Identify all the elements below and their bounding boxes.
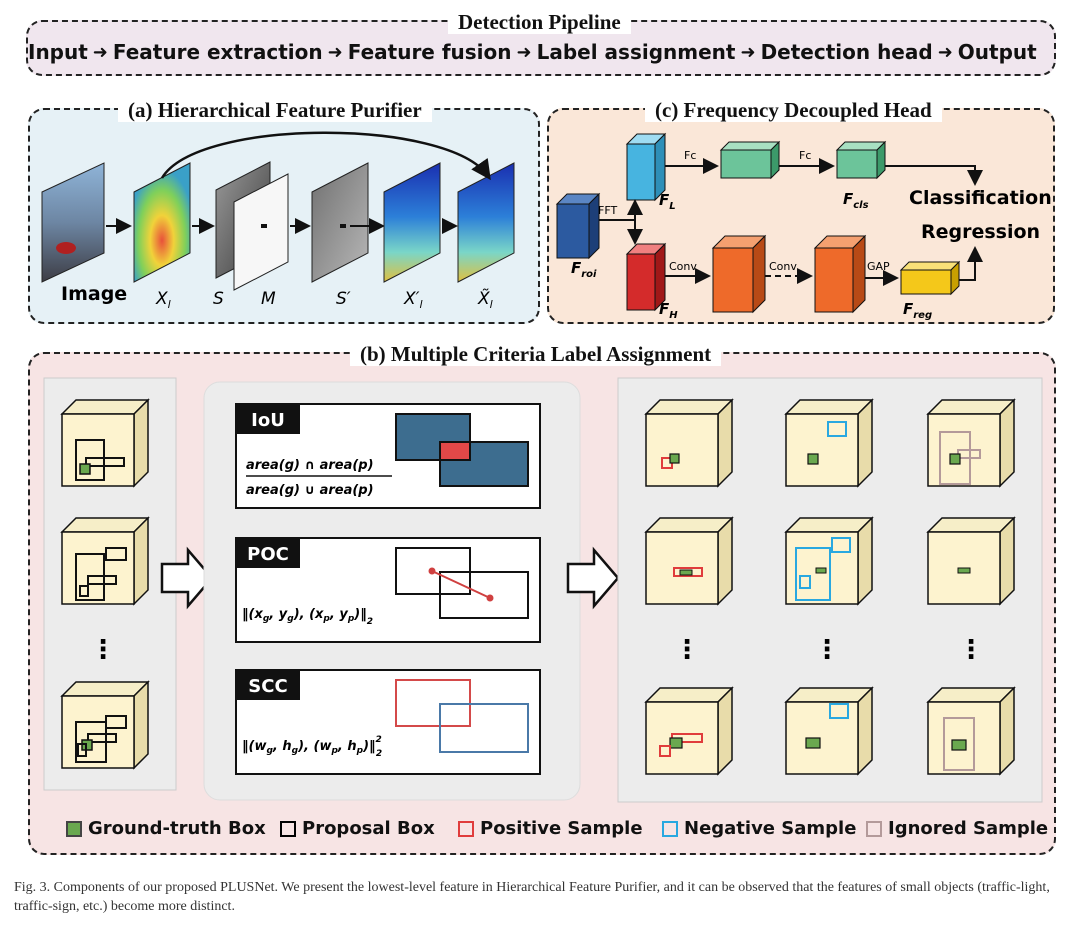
result-cube: [645, 399, 733, 487]
hollow-arrow-icon: [160, 546, 214, 610]
fc-block-1: [719, 140, 781, 180]
label-s: S: [213, 289, 224, 309]
f-roi-label: Froi: [571, 259, 597, 280]
f-h-block: [625, 242, 667, 312]
gray-square-icon: [866, 820, 882, 837]
iou-label: IoU: [251, 410, 285, 431]
legend-ground-truth: Ground-truth Box: [66, 818, 266, 839]
classification-label: Classification: [909, 187, 1052, 209]
label-x-tilde: X̃l: [477, 288, 493, 311]
fc-label-2: Fc: [799, 149, 811, 162]
ellipsis-dots: ⋮: [958, 635, 984, 665]
result-cube: [927, 517, 1015, 605]
hfp-diagram: Image Xl S M S′ X′l X̃l: [41, 131, 515, 311]
label-x-prime: X′l: [403, 289, 423, 311]
iou-numerator: area(g) ∩ area(p): [246, 458, 374, 473]
arrow-right-icon: ➜: [327, 41, 343, 63]
legend-ignored-sample: Ignored Sample: [866, 818, 1048, 839]
f-reg-block: [899, 260, 961, 296]
label-x: Xl: [155, 289, 171, 311]
mask-m: [233, 173, 289, 291]
proposal-cube: [61, 517, 149, 605]
f-reg-label: Freg: [903, 300, 932, 321]
pipeline-title: Detection Pipeline: [448, 10, 631, 34]
arrow-right-icon: ➜: [937, 41, 953, 63]
gap-label: GAP: [867, 260, 890, 273]
legend-negative-sample: Negative Sample: [662, 818, 856, 839]
conv-label-2: Conv: [769, 260, 797, 273]
f-cls-label: Fcls: [843, 190, 869, 211]
result-cube: [927, 687, 1015, 775]
label-m: M: [261, 289, 276, 309]
fdh-diagram: FFT Fc Fc Conv Conv GAP Classification R…: [555, 132, 1052, 321]
panel-a-title: (a) Hierarchical Feature Purifier: [118, 98, 432, 122]
label-assignment-diagram: ⋮ IoU area(g) ∩ area(p) area(g) ∪ area(p…: [43, 377, 1043, 803]
result-cube: [785, 399, 873, 487]
pipeline-step: Feature extraction: [112, 40, 323, 64]
arrow-right-icon: ➜: [740, 41, 756, 63]
f-l-label: FL: [659, 191, 676, 212]
legend-positive-sample: Positive Sample: [458, 818, 643, 839]
green-square-icon: [66, 820, 82, 837]
pipeline-step: Label assignment: [536, 40, 736, 64]
pipeline-step: Input: [28, 40, 88, 64]
legend-label: Positive Sample: [480, 818, 643, 839]
result-cube: [645, 517, 733, 605]
f-h-label: FH: [659, 300, 678, 321]
conv-block-1: [711, 234, 767, 314]
result-cube: [645, 687, 733, 775]
red-square-icon: [458, 820, 474, 837]
feature-map-x-prime: [383, 162, 441, 283]
feature-map-x-tilde: [457, 162, 515, 283]
blue-square-icon: [662, 820, 678, 837]
legend-label: Ignored Sample: [888, 818, 1049, 839]
result-cube: [927, 399, 1015, 487]
ellipsis-dots: ⋮: [90, 635, 116, 665]
fft-label: FFT: [598, 204, 617, 217]
panel-b-title: (b) Multiple Criteria Label Assignment: [350, 342, 722, 366]
fc-label-1: Fc: [684, 149, 696, 162]
f-l-block: [625, 132, 667, 202]
ellipsis-dots: ⋮: [814, 635, 840, 665]
pipeline-step: Detection head: [760, 40, 933, 64]
proposal-cube: [61, 399, 149, 487]
hollow-arrow-icon: [566, 546, 620, 610]
input-image: [41, 162, 105, 283]
poc-card: POC ‖(xg, yg), (xp, yp)‖2: [235, 537, 541, 643]
result-cube: [785, 517, 873, 605]
skip-connection-arrow: [160, 131, 491, 181]
panel-c-title: (c) Frequency Decoupled Head: [645, 98, 942, 122]
legend-label: Negative Sample: [684, 818, 857, 839]
regression-label: Regression: [921, 221, 1040, 243]
black-square-icon: [280, 820, 296, 837]
pipeline-steps: Input ➜ Feature extraction ➜ Feature fus…: [28, 40, 1058, 64]
conv-label-1: Conv: [669, 260, 697, 273]
scc-label: SCC: [248, 676, 287, 697]
proposal-cube: [61, 681, 149, 769]
conv-block-2: [813, 234, 867, 314]
legend-label: Ground-truth Box: [88, 818, 266, 839]
arrow-right-icon: ➜: [92, 41, 108, 63]
iou-card: IoU area(g) ∩ area(p) area(g) ∪ area(p): [235, 403, 541, 509]
pipeline-step: Output: [957, 40, 1037, 64]
ellipsis-dots: ⋮: [674, 635, 700, 665]
legend-proposal-box: Proposal Box: [280, 818, 435, 839]
iou-denominator: area(g) ∪ area(p): [246, 483, 374, 498]
figure-caption: Fig. 3. Components of our proposed PLUSN…: [14, 880, 1050, 914]
feature-map-x: [133, 162, 191, 283]
label-s-prime: S′: [336, 289, 351, 309]
legend-label: Proposal Box: [302, 818, 435, 839]
poc-label: POC: [247, 544, 289, 565]
f-roi-block: [555, 192, 601, 260]
car-in-image: [56, 242, 76, 254]
arrow-right-icon: ➜: [516, 41, 532, 63]
result-cube: [785, 687, 873, 775]
image-label: Image: [61, 283, 127, 305]
pipeline-step: Feature fusion: [347, 40, 512, 64]
f-cls-block: [835, 140, 887, 180]
feature-map-s-prime: [311, 162, 369, 283]
